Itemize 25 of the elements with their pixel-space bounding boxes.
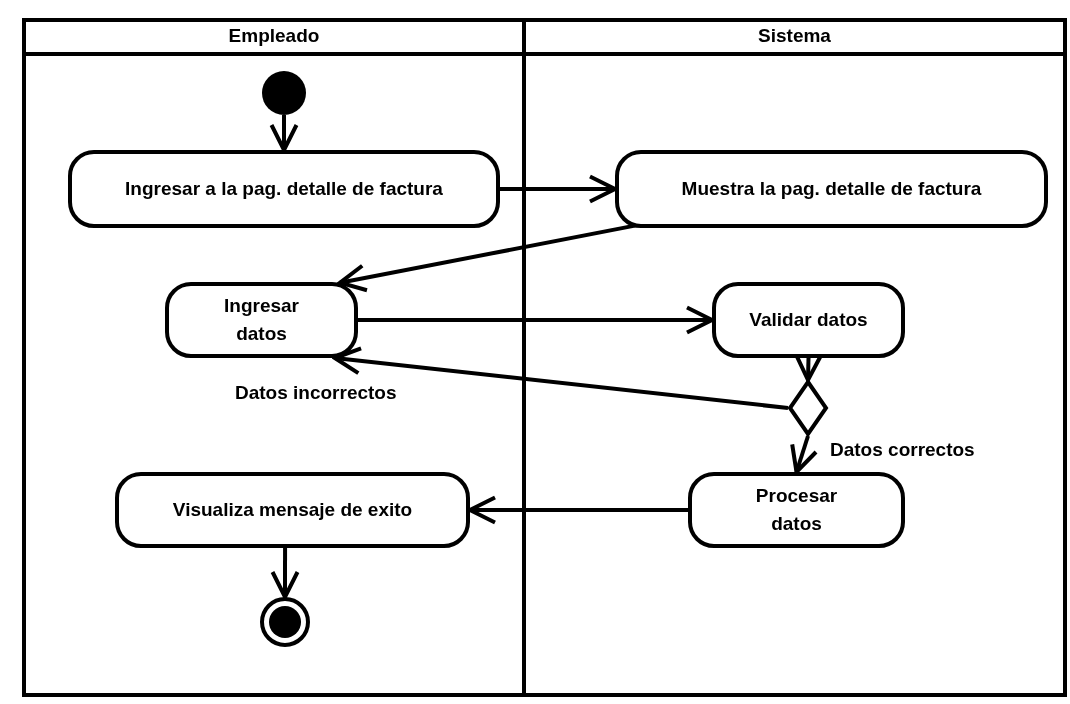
arrow — [358, 305, 714, 335]
decision-diamond — [788, 380, 828, 436]
lane-header: Empleado — [26, 22, 522, 56]
activity-box — [615, 150, 1048, 228]
lane-header: Sistema — [526, 22, 1063, 56]
activity-box — [68, 150, 500, 228]
arrow — [332, 346, 789, 410]
arrow — [500, 174, 617, 204]
arrow — [790, 435, 818, 474]
arrow — [338, 223, 636, 293]
arrow — [468, 495, 688, 525]
activity-label: Muestra la pag. detalle de factura — [681, 177, 982, 201]
arrow — [270, 548, 300, 599]
activity-box — [165, 282, 358, 358]
activity-label: Validar datos — [749, 308, 868, 332]
activity-label: Ingresar a la pag. detalle de factura — [125, 177, 443, 201]
activity-box — [115, 472, 470, 548]
activity-label: Visualiza mensaje de exito — [172, 498, 413, 522]
final-node — [260, 597, 310, 647]
arrow — [269, 115, 299, 152]
activity-box — [712, 282, 905, 358]
activity-box — [688, 472, 905, 548]
activity-label: Ingresar datos — [223, 294, 300, 346]
initial-node — [262, 71, 306, 115]
activity-label: Procesar datos — [754, 484, 839, 536]
